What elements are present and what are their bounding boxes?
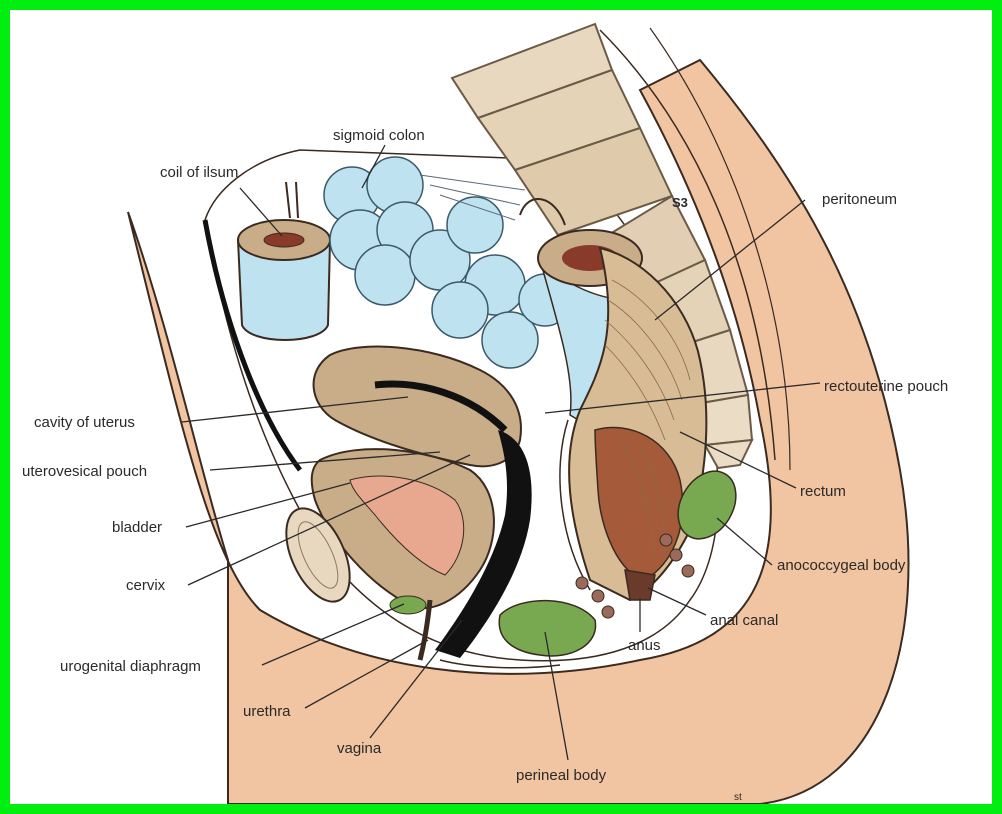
- label-anus: anus: [628, 637, 661, 654]
- sphincter-dot: [576, 577, 588, 589]
- colon-haustra: [355, 245, 415, 305]
- colon-haustra: [432, 282, 488, 338]
- colon-haustra: [447, 197, 503, 253]
- label-anococcygeal-body: anococcygeal body: [777, 557, 906, 574]
- sphincter-dot: [592, 590, 604, 602]
- label-uterovesical-pouch: uterovesical pouch: [22, 463, 147, 480]
- sphincter-dot: [682, 565, 694, 577]
- label-sigmoid-colon: sigmoid colon: [333, 127, 425, 144]
- ileum-lumen: [264, 233, 304, 247]
- label-anal-canal: anal canal: [710, 612, 778, 629]
- label-urogenital-diaphragm: urogenital diaphragm: [60, 658, 201, 675]
- label-bladder: bladder: [112, 519, 162, 536]
- sphincter-dot: [602, 606, 614, 618]
- urogenital-diaphragm-shape: [390, 596, 426, 614]
- pelvis-diagram: coil of ilsum sigmoid colon peritoneum S…: [10, 10, 992, 804]
- label-vagina: vagina: [337, 740, 382, 757]
- sphincter-dot: [660, 534, 672, 546]
- label-cervix: cervix: [126, 577, 166, 594]
- leader-anococcygeal-body: [717, 518, 772, 565]
- corner-mark: st: [734, 792, 742, 803]
- label-perineal-body: perineal body: [516, 767, 607, 784]
- label-peritoneum: peritoneum: [822, 191, 897, 208]
- label-s3: S3: [672, 195, 688, 210]
- label-rectum: rectum: [800, 483, 846, 500]
- label-cavity-of-uterus: cavity of uterus: [34, 414, 135, 431]
- sphincter-dot: [670, 549, 682, 561]
- label-coil-of-ileum: coil of ilsum: [160, 164, 238, 181]
- anal-canal-shape: [625, 570, 655, 600]
- label-urethra: urethra: [243, 703, 291, 720]
- label-rectouterine-pouch: rectouterine pouch: [824, 378, 948, 395]
